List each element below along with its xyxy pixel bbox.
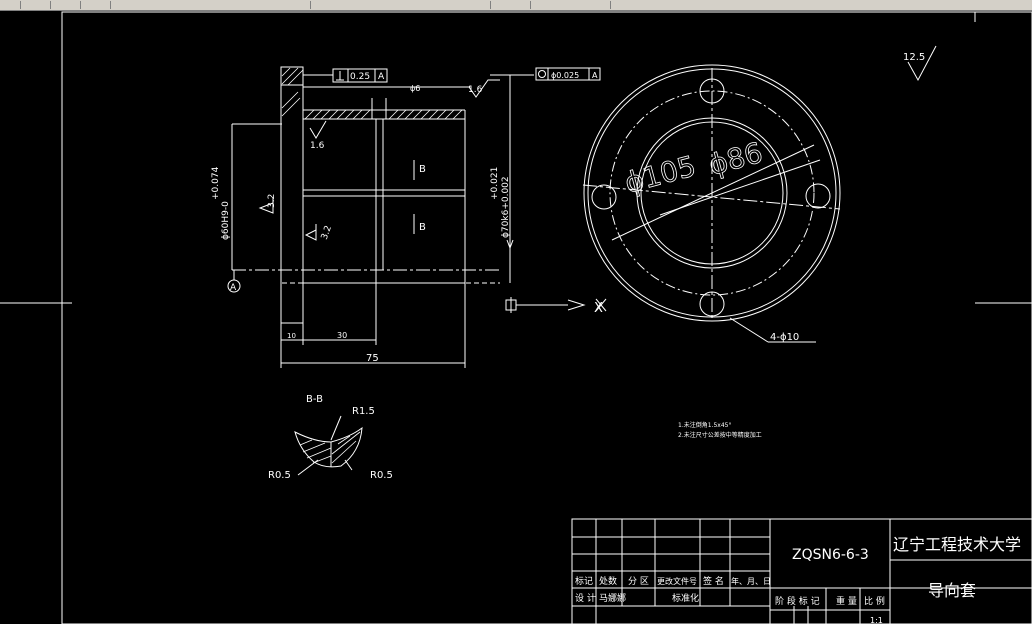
hole-dim-label: ϕ6: [410, 84, 420, 93]
toolbar-button[interactable]: [300, 1, 311, 9]
inner-roughness-label: 3.2: [320, 224, 334, 241]
radius-left-label: R0.5: [268, 470, 291, 481]
tb-weight-col: 重 量: [836, 595, 857, 607]
bore-dim-label: ϕ60H9-0: [221, 201, 231, 240]
toolbar-button[interactable]: [600, 1, 611, 9]
outer-dim-label: ϕ70k6+0.002: [501, 176, 511, 238]
section-mark-top: B: [419, 164, 426, 175]
datum-a-label: A: [230, 283, 237, 293]
note-2: 2.未注尺寸公差按中等精度加工: [678, 431, 762, 439]
bore-tol-label: +0.074: [211, 166, 221, 200]
tb-scale-col: 比 例: [864, 595, 885, 607]
toolbar-button[interactable]: [480, 1, 491, 9]
toolbar-button[interactable]: [40, 1, 51, 9]
toolbar-button[interactable]: [70, 1, 81, 9]
toolbar-button[interactable]: [10, 1, 21, 9]
tb-scale-value: 1:1: [870, 616, 883, 624]
toolbar-strip[interactable]: [0, 0, 1032, 11]
radius-top-label: R1.5: [352, 406, 375, 417]
tb-row1-col1: 标记: [575, 575, 593, 587]
school-name: 辽宁工程技术大学: [893, 535, 1021, 554]
tb-row1-col3: 分 区: [628, 576, 649, 587]
tb-row2-col2: 马娜娜: [599, 592, 626, 604]
holes-dim-label: 4-ϕ10: [770, 332, 799, 343]
tb-row2-col4: 标准化: [672, 592, 699, 604]
radius-right-label: R0.5: [370, 470, 393, 481]
bore-face-roughness-label: 1.6: [310, 141, 325, 151]
part-name: 导向套: [928, 581, 976, 600]
toolbar-button[interactable]: [100, 1, 111, 9]
drawing-number: ZQSN6-6-3: [792, 547, 869, 563]
top-roughness-label: 1.6: [468, 85, 483, 95]
tb-row1-col6: 年、月、日: [731, 576, 771, 586]
note-1: 1.未注倒角1.5x45°: [678, 421, 731, 429]
conc-tolerance-value: ϕ0.025: [551, 71, 579, 80]
step-length-label: 30: [337, 331, 347, 340]
section-detail-bb: [294, 415, 363, 476]
tb-row2-col1: 设 计: [575, 592, 596, 604]
total-length-label: 75: [366, 353, 379, 364]
section-view: [232, 66, 500, 324]
outer-tol-label: +0.021: [490, 167, 500, 200]
outer-roughness-label: 3.2: [267, 194, 277, 208]
drawing-border: [61, 11, 1032, 624]
section-mark-bottom: B: [419, 222, 426, 233]
title-block: [571, 518, 1032, 624]
tb-row1-col5: 签 名: [703, 575, 724, 587]
tb-stage-col: 阶 段 标 记: [775, 595, 820, 607]
conc-tolerance-datum: A: [592, 71, 598, 80]
tb-row1-col4: 更改文件号: [657, 576, 697, 586]
perp-tolerance-datum: A: [378, 72, 385, 82]
x-axis-label: X: [594, 301, 603, 316]
end-view: [582, 64, 841, 343]
tb-row1-col2: 处数: [599, 575, 617, 587]
perp-tolerance-value: 0.25: [350, 72, 370, 82]
general-roughness-label: 12.5: [903, 52, 925, 63]
flange-length-label: 10: [287, 332, 296, 340]
d86-label: ϕ86: [705, 136, 766, 182]
toolbar-button[interactable]: [520, 1, 531, 9]
section-title: B-B: [306, 394, 323, 405]
